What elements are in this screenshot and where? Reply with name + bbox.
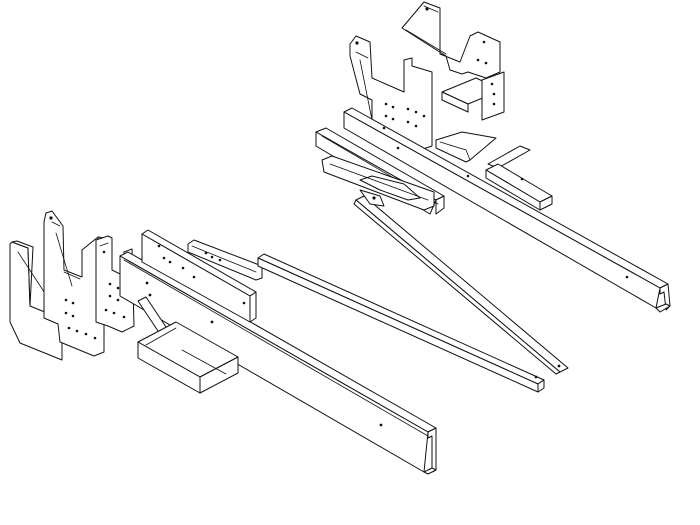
upper-right-assembly xyxy=(315,1,671,375)
upper-bracket-plate-inner xyxy=(401,1,501,79)
lower-crossmember-long xyxy=(119,251,437,475)
upper-small-channel-bracket xyxy=(485,145,553,211)
lower-left-assembly xyxy=(9,210,545,475)
upper-channel-arm xyxy=(321,155,435,211)
lower-channel-bracket xyxy=(137,296,239,394)
upper-mounting-plate xyxy=(343,107,671,313)
upper-corner-bracket xyxy=(441,71,505,121)
lower-bracket-plate-inner xyxy=(43,210,105,357)
lower-link-plate xyxy=(187,239,263,281)
upper-bracket-plate-outer xyxy=(349,35,433,151)
upper-gusset-plate xyxy=(435,131,497,163)
lower-flat-plate xyxy=(141,229,257,323)
upper-diagonal-strut xyxy=(353,189,569,375)
lower-strut-bar xyxy=(257,253,545,393)
